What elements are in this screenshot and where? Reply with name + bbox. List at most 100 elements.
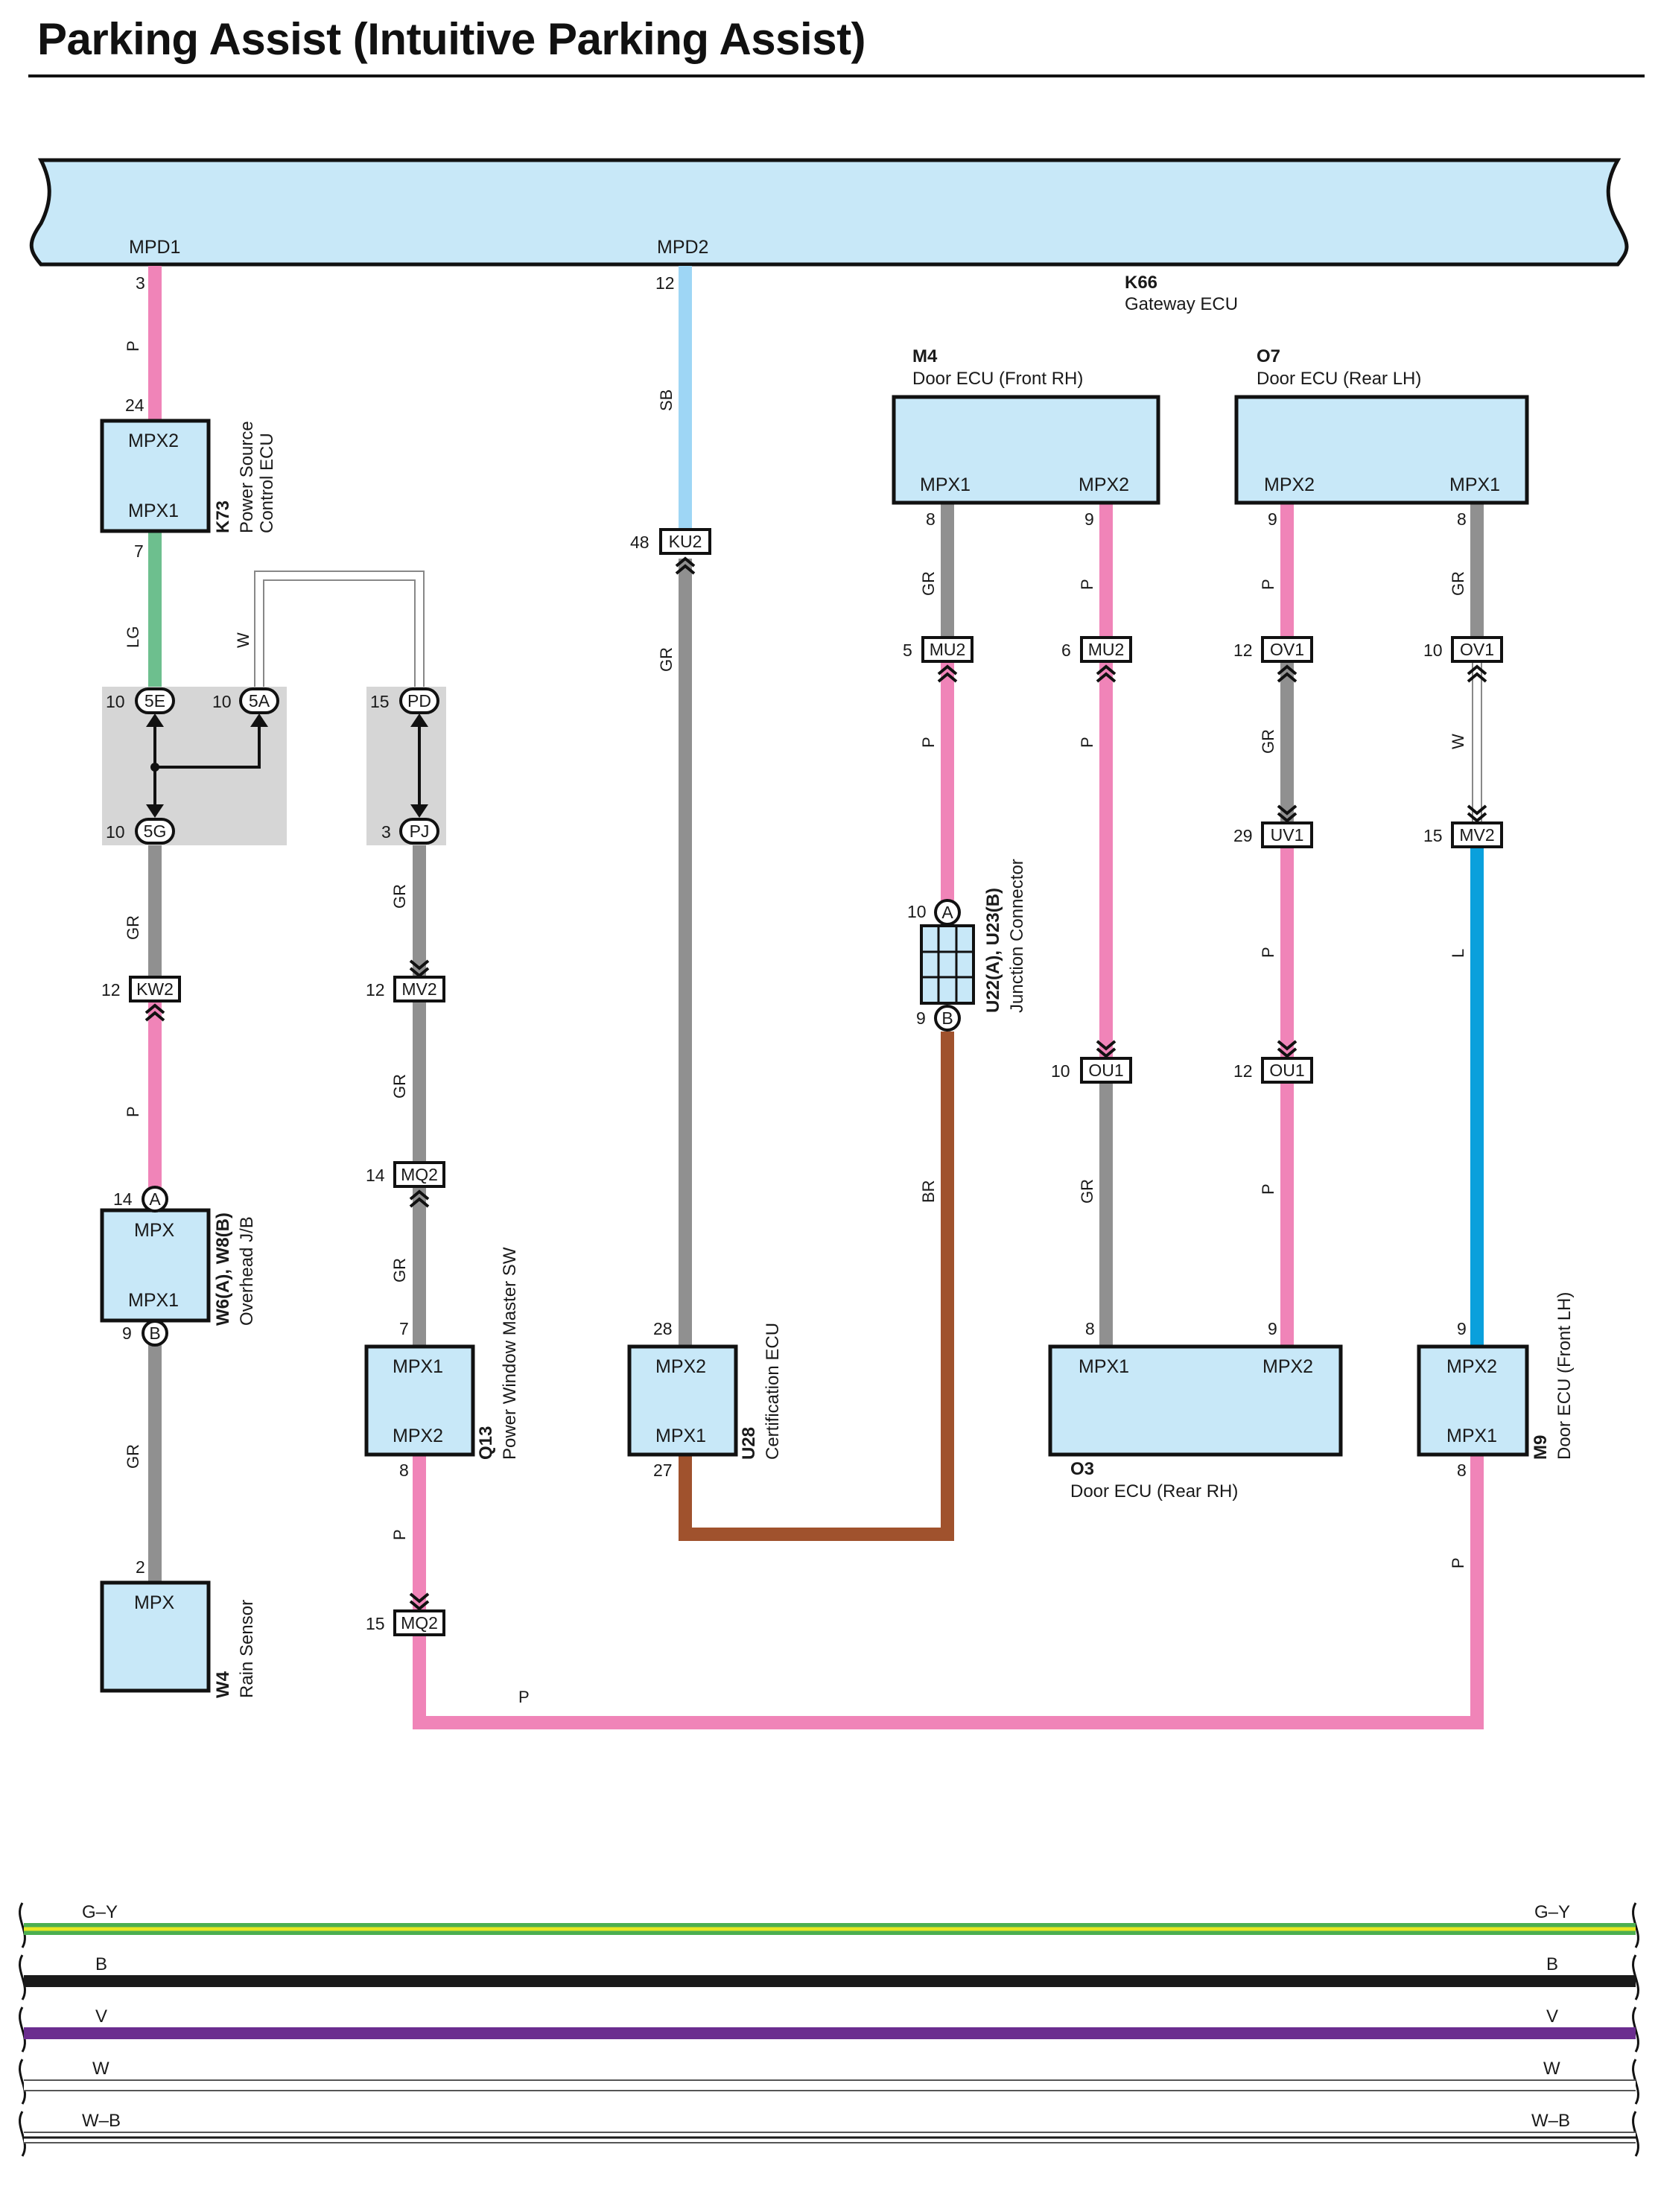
diagram-label: 10: [212, 692, 232, 711]
diagram-label: G–Y: [82, 1902, 118, 1922]
wire-label-w: W: [234, 632, 252, 648]
diagram-label: 15: [370, 692, 390, 711]
diagram-rect: [100, 419, 211, 533]
o3-code: O3: [1070, 1459, 1094, 1479]
diagram-label: 14: [113, 1189, 133, 1209]
diagram-rect: [659, 528, 711, 555]
diagram-path: [19, 2111, 26, 2157]
u22-code: U22(A), U23(B): [983, 888, 1003, 1013]
wire-label-p: P: [1259, 947, 1277, 958]
diagram-rect: [1451, 636, 1503, 663]
diagram-label: 15: [1423, 826, 1443, 845]
diagram-label: 9: [1084, 509, 1094, 529]
connector-pd: PD 15: [370, 687, 439, 714]
diagram-label: 9: [916, 1008, 926, 1028]
diagram-label: 12: [101, 980, 121, 999]
diagram-label: V: [1546, 2006, 1558, 2027]
diagram-rect: [129, 976, 181, 1002]
wire-label-gr: GR: [124, 915, 142, 940]
diagram-rect: [393, 1609, 445, 1636]
wire-w-5a-pd: [254, 571, 425, 693]
o3-name: Door ECU (Rear RH): [1070, 1481, 1238, 1501]
wire-p-mq2-m9: [413, 1454, 1484, 1729]
w4-rain-sensor: MPX 2 W4 Rain Sensor: [100, 1557, 257, 1698]
diagram-rect: [366, 687, 446, 845]
wire-color-labels: P LG W GR P GR GR GR GR P P SB GR GR P B…: [124, 340, 1467, 1706]
w6-code: W6(A), W8(B): [213, 1213, 233, 1326]
diagram-circle: [142, 1186, 168, 1213]
diagram-label: 14: [366, 1166, 385, 1185]
diagram-label: 8: [399, 1461, 409, 1480]
connector-5a: 5A 10: [212, 687, 279, 714]
diagram-rect: [1080, 1057, 1132, 1084]
connector-ku2: KU2 48: [630, 528, 711, 575]
gateway-name: Gateway ECU: [1125, 294, 1238, 314]
wire-label-p: P: [1449, 1557, 1467, 1569]
diagram-label: MPX2: [1446, 1356, 1497, 1377]
gateway-pin-no-12: 12: [655, 273, 675, 293]
wire-label-gr: GR: [919, 571, 938, 596]
diagram-polygon: [146, 804, 164, 818]
diagram-label: 6: [1061, 641, 1071, 660]
w6-pin-mpx: MPX: [134, 1220, 175, 1241]
diagram-rect: [892, 395, 1160, 505]
diagram-label: W: [92, 2059, 109, 2079]
k73-pin-mpx2: MPX2: [128, 430, 179, 451]
k73-code: K73: [213, 500, 233, 533]
wire-label-gr: GR: [1259, 729, 1277, 754]
diagram-label: 8: [1457, 1461, 1467, 1480]
u22-junction-connector: A B 10 9 U22(A), U23(B) Junction Connect…: [907, 859, 1027, 1032]
u28-name: Certification ECU: [763, 1323, 783, 1460]
diagram-rect: [1261, 636, 1313, 663]
gateway-ecu: MPD1 MPD2 K66 Gateway ECU: [29, 158, 1629, 314]
gateway-pin-no-3: 3: [136, 273, 145, 293]
diagram-label: B: [1546, 1954, 1558, 1974]
diagram-rect: [100, 1580, 211, 1693]
wire-label-p: P: [1078, 737, 1096, 748]
gateway-pin-mpd2: MPD2: [657, 237, 708, 258]
wire-label-p: P: [1259, 1183, 1277, 1195]
connector-ou1-b: OU1 12: [1233, 1040, 1313, 1084]
w6-pin-mpx1: MPX1: [128, 1290, 179, 1311]
wire-label-p: P: [124, 1106, 142, 1117]
diagram-circle: [934, 1005, 961, 1032]
diagram-polygon: [250, 714, 268, 727]
diagram-label: A: [149, 1189, 161, 1209]
diagram-circle: [150, 763, 159, 772]
m9-door-ecu-front-lh: MPX2 MPX1 9 8 M9 Door ECU (Front LH): [1417, 1292, 1575, 1480]
diagram-label: 28: [653, 1319, 673, 1338]
diagram-label: MPX1: [1079, 1356, 1129, 1377]
wire-label-sb: SB: [657, 390, 676, 411]
diagram-label: MQ2: [401, 1613, 438, 1633]
legend-row-g-y: G–Y G–Y: [19, 1902, 1639, 1948]
diagram-label: KW2: [136, 979, 174, 999]
diagram-path: [19, 1902, 26, 1948]
wire-label-gr: GR: [1078, 1179, 1096, 1204]
diagram-label: PJ: [410, 821, 430, 841]
diagram-label: V: [95, 2006, 107, 2027]
m4-code: M4: [912, 346, 938, 366]
diagram-label: 8: [1085, 1319, 1095, 1338]
o7-door-ecu-rear-lh: MPX2 MPX1 9 8 O7 Door ECU (Rear LH): [1234, 346, 1529, 529]
diagram-label: MPX: [134, 1592, 175, 1613]
diagram-label: 27: [653, 1461, 673, 1480]
diagram-rect: [1234, 395, 1529, 505]
connector-ov1-b: OV1 10: [1423, 636, 1503, 683]
w6-overhead-jb: A B MPX MPX1 14 9 W6(A), W8(B) Overhead …: [100, 1186, 257, 1347]
diagram-label: 8: [926, 509, 936, 529]
o3-door-ecu-rear-rh: MPX1 MPX2 8 9 O3 Door ECU (Rear RH): [1048, 1319, 1343, 1501]
diagram-polygon: [410, 714, 428, 727]
legend-row-v: V V: [19, 2006, 1639, 2053]
diagram-label: 15: [366, 1614, 385, 1633]
k73-pin-no-24: 24: [125, 395, 144, 415]
w4-code: W4: [213, 1671, 233, 1698]
wire-label-p: P: [390, 1529, 409, 1540]
diagram-label: 5E: [144, 691, 165, 711]
diagram-rect: [399, 818, 439, 845]
diagram-rect: [921, 636, 973, 663]
diagram-label: MPX2: [1264, 474, 1315, 495]
u28-code: U28: [739, 1427, 759, 1460]
connector-mv2-b: MV2 15: [1423, 804, 1503, 848]
k73-name-line1: Power Source: [237, 421, 257, 533]
